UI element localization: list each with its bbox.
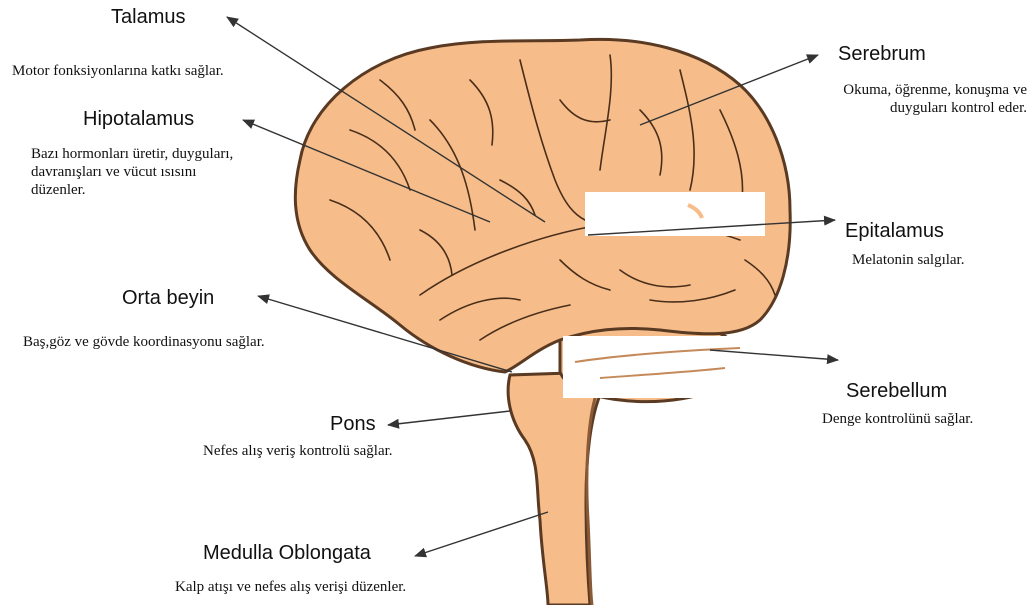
desc-serebrum: Okuma, öğrenme, konuşma ve duyguları kon… bbox=[787, 81, 1027, 117]
desc-orta-beyin: Baş,göz ve gövde koordinasyonu sağlar. bbox=[23, 333, 313, 351]
desc-serebellum: Denge kontrolünü sağlar. bbox=[822, 410, 1032, 428]
label-serebellum: Serebellum bbox=[846, 380, 947, 403]
label-talamus: Talamus bbox=[111, 6, 185, 29]
desc-talamus: Motor fonksiyonlarına katkı sağlar. bbox=[12, 62, 262, 80]
label-pons: Pons bbox=[330, 413, 376, 436]
arrow-pons bbox=[388, 411, 510, 425]
label-medulla: Medulla Oblongata bbox=[203, 542, 371, 565]
label-epitalamus: Epitalamus bbox=[845, 220, 944, 243]
label-cover-lower bbox=[563, 336, 743, 398]
desc-pons: Nefes alış veriş kontrolü sağlar. bbox=[203, 442, 503, 460]
desc-hipotalamus: Bazı hormonları üretir, duyguları, davra… bbox=[31, 145, 241, 199]
label-orta-beyin: Orta beyin bbox=[122, 287, 214, 310]
label-hipotalamus: Hipotalamus bbox=[83, 108, 194, 131]
label-serebrum: Serebrum bbox=[838, 43, 926, 66]
desc-medulla: Kalp atışı ve nefes alış verişi düzenler… bbox=[175, 578, 535, 596]
desc-epitalamus: Melatonin salgılar. bbox=[852, 251, 1022, 269]
arrow-medulla bbox=[415, 512, 548, 556]
